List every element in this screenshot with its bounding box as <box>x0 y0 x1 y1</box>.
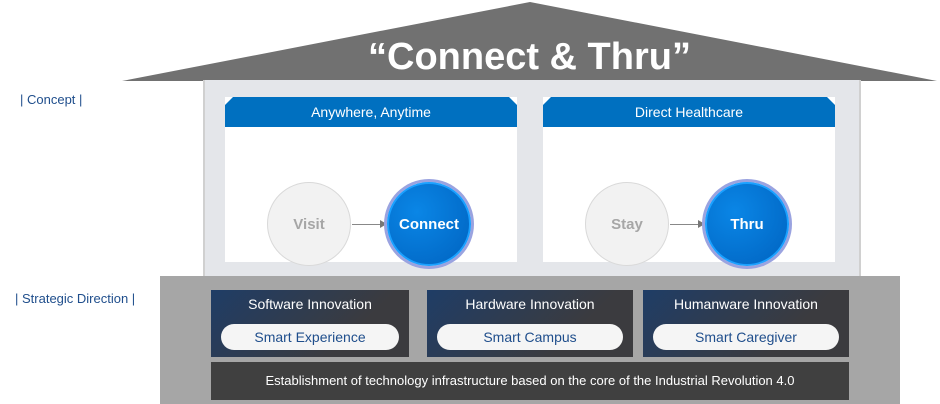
visit-circle: Visit <box>267 182 351 266</box>
arrow-icon <box>670 220 705 228</box>
pillar-title: Humanware Innovation <box>674 296 818 312</box>
strategic-direction-label: | Strategic Direction | <box>15 291 136 306</box>
thru-circle: Thru <box>705 182 789 266</box>
foundation-bar: Establishment of technology infrastructu… <box>211 362 849 400</box>
pillar-title: Hardware Innovation <box>465 296 595 312</box>
pillar-title: Software Innovation <box>248 296 372 312</box>
card-header: Direct Healthcare <box>543 97 835 127</box>
roof <box>122 2 937 81</box>
pillar-pill: Smart Caregiver <box>653 324 839 350</box>
pillar-hardware: Hardware Innovation Smart Campus <box>427 290 633 357</box>
main-title: “Connect & Thru” <box>368 36 691 78</box>
concept-card-anywhere: Anywhere, Anytime Visit Connect <box>225 97 517 266</box>
connect-circle: Connect <box>387 182 471 266</box>
concept-card-direct: Direct Healthcare Stay Thru <box>543 97 835 266</box>
stay-circle: Stay <box>585 182 669 266</box>
pillar-humanware: Humanware Innovation Smart Caregiver <box>643 290 849 357</box>
card-header: Anywhere, Anytime <box>225 97 517 127</box>
arrow-icon <box>352 220 387 228</box>
pillar-software: Software Innovation Smart Experience <box>211 290 409 357</box>
pillar-pill: Smart Experience <box>221 324 399 350</box>
concept-label: | Concept | <box>20 92 83 107</box>
pillar-pill: Smart Campus <box>437 324 623 350</box>
